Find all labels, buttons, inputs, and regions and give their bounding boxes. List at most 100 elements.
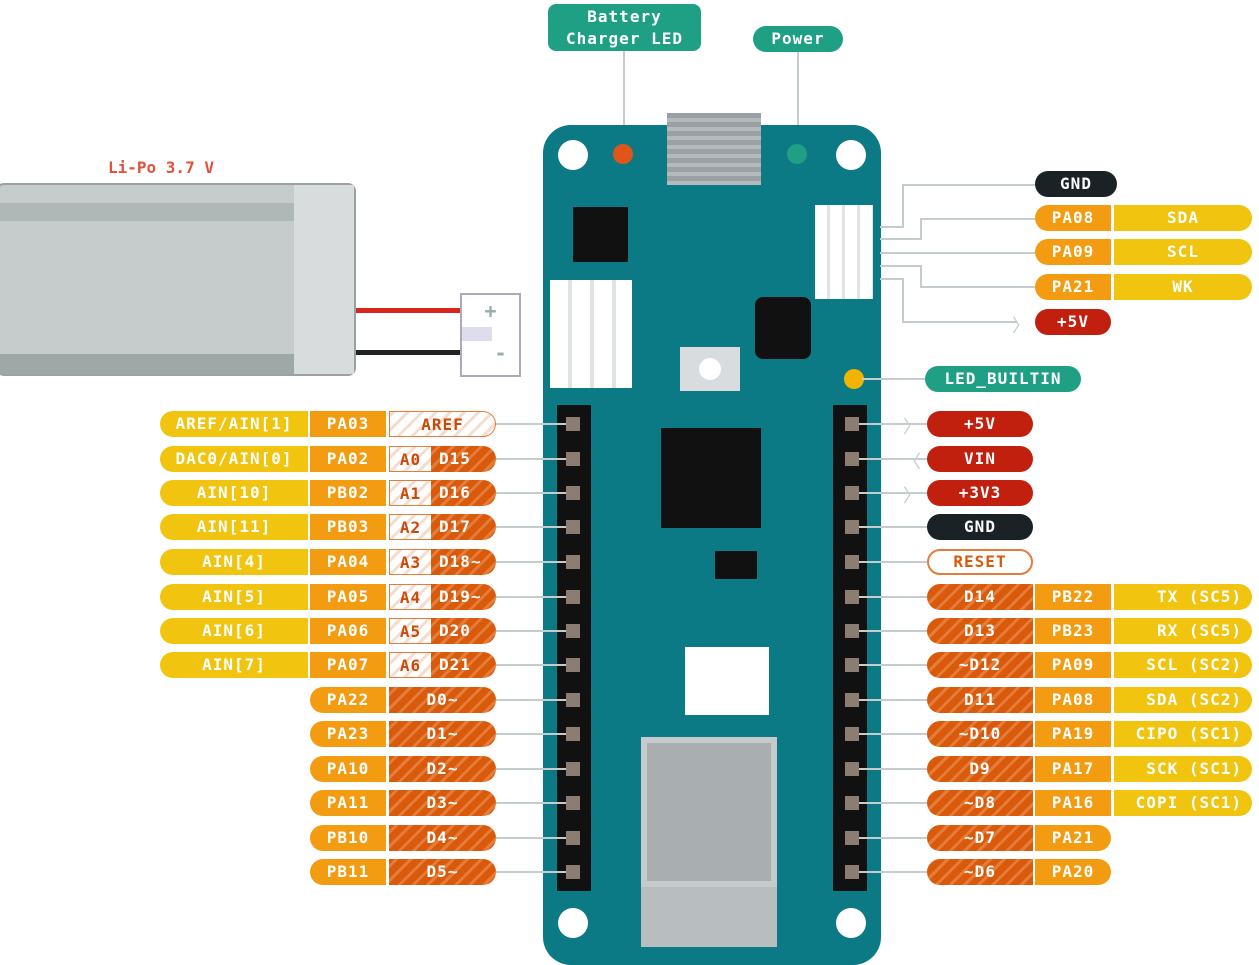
gnd-label: GND — [1035, 171, 1117, 197]
pin-wire — [852, 630, 927, 632]
port-label: PA11 — [310, 790, 386, 816]
digital-label: D3~ — [389, 790, 496, 816]
function-label: DAC0/AIN[0] — [160, 446, 308, 472]
arrow-right-icon: 〉 — [903, 486, 921, 507]
port-label: PA10 — [310, 756, 386, 782]
digital-label: D21 — [431, 652, 496, 678]
pin-wire — [495, 871, 575, 873]
pin-wire — [495, 768, 575, 770]
digital-label: D20 — [431, 618, 496, 644]
pin-wire — [495, 630, 575, 632]
port-label: PB02 — [310, 480, 386, 506]
left-header — [557, 405, 591, 891]
header-pin — [566, 727, 580, 741]
port-label: PA04 — [310, 549, 386, 575]
header-pin — [566, 452, 580, 466]
port-label: PA02 — [310, 446, 386, 472]
pin-wire — [495, 596, 575, 598]
header-pin — [845, 417, 859, 431]
port-label: PA09 — [1035, 652, 1111, 678]
header-pin — [566, 658, 580, 672]
header-pin — [845, 486, 859, 500]
lipo-battery — [0, 183, 356, 376]
pin-wire — [852, 596, 927, 598]
header-pin — [566, 762, 580, 776]
digital-label: D15 — [431, 446, 496, 472]
reset-label: RESET — [927, 549, 1033, 575]
analog-label: A0 — [389, 446, 431, 472]
pin-wire — [495, 492, 575, 494]
port-label: PA22 — [310, 687, 386, 713]
arrow-left-icon: 〈 — [903, 452, 921, 473]
function-label: COPI (SC1) — [1114, 790, 1252, 816]
function-label: AIN[6] — [160, 618, 308, 644]
digital-label: D1~ — [389, 721, 496, 747]
pin-wire — [852, 802, 927, 804]
function-label: AREF/AIN[1] — [160, 411, 308, 437]
digital-label: D2~ — [389, 756, 496, 782]
arrow-right-icon: 〉 — [903, 417, 921, 438]
header-pin — [566, 486, 580, 500]
reset-button[interactable] — [680, 347, 740, 391]
aref-label: AREF — [389, 411, 496, 437]
power-5v-label: +5V — [1035, 309, 1111, 335]
battery-wire-black — [356, 350, 461, 355]
header-pin — [845, 693, 859, 707]
power-label: VIN — [927, 446, 1033, 472]
function-label: AIN[5] — [160, 584, 308, 610]
pin-wire — [852, 561, 927, 563]
digital-label: D13 — [927, 618, 1033, 644]
led-builtin-label: LED_BUILTIN — [925, 366, 1081, 392]
port-label: PA05 — [310, 584, 386, 610]
digital-label: D14 — [927, 584, 1033, 610]
digital-label: D11 — [927, 687, 1033, 713]
function-label: AIN[11] — [160, 514, 308, 540]
analog-label: A5 — [389, 618, 431, 644]
port-label: PA21 — [1035, 274, 1111, 300]
port-label: PB11 — [310, 859, 386, 885]
header-pin — [566, 693, 580, 707]
analog-label: A1 — [389, 480, 431, 506]
function-label: AIN[4] — [160, 549, 308, 575]
battery-connector: + - — [460, 293, 521, 377]
port-label: PA20 — [1035, 859, 1111, 885]
header-pin — [845, 624, 859, 638]
power-led — [787, 144, 807, 164]
battery-label: Li-Po 3.7 V — [108, 158, 214, 177]
function-label: SCK (SC1) — [1114, 756, 1252, 782]
pin-wire — [495, 699, 575, 701]
header-pin — [566, 555, 580, 569]
header-pin — [845, 831, 859, 845]
function-label: WK — [1114, 274, 1252, 300]
pin-wire — [495, 526, 575, 528]
digital-label: D0~ — [389, 687, 496, 713]
function-label: AIN[7] — [160, 652, 308, 678]
digital-label: D18~ — [431, 549, 496, 575]
port-label: PB03 — [310, 514, 386, 540]
pin-wire — [852, 526, 927, 528]
digital-label: ~D8 — [927, 790, 1033, 816]
analog-label: A4 — [389, 584, 431, 610]
digital-label: ~D12 — [927, 652, 1033, 678]
function-label: SDA — [1114, 205, 1252, 231]
power-label: +3V3 — [927, 480, 1033, 506]
function-label: CIPO (SC1) — [1114, 721, 1252, 747]
wifi-module — [641, 737, 777, 887]
builtin-led — [844, 369, 864, 389]
pin-wire — [495, 837, 575, 839]
pin-wire — [495, 458, 575, 460]
header-pin — [566, 865, 580, 879]
digital-label: D17 — [431, 514, 496, 540]
right-header — [833, 405, 867, 891]
analog-label: A3 — [389, 549, 431, 575]
charger-led — [613, 144, 633, 164]
pin-wire — [495, 423, 575, 425]
port-label: PA08 — [1035, 687, 1111, 713]
power-led-label: Power — [753, 26, 843, 52]
port-label: PA23 — [310, 721, 386, 747]
gnd-label: GND — [927, 514, 1033, 540]
digital-label: D16 — [431, 480, 496, 506]
digital-label: ~D10 — [927, 721, 1033, 747]
port-label: PA06 — [310, 618, 386, 644]
port-label: PA17 — [1035, 756, 1111, 782]
